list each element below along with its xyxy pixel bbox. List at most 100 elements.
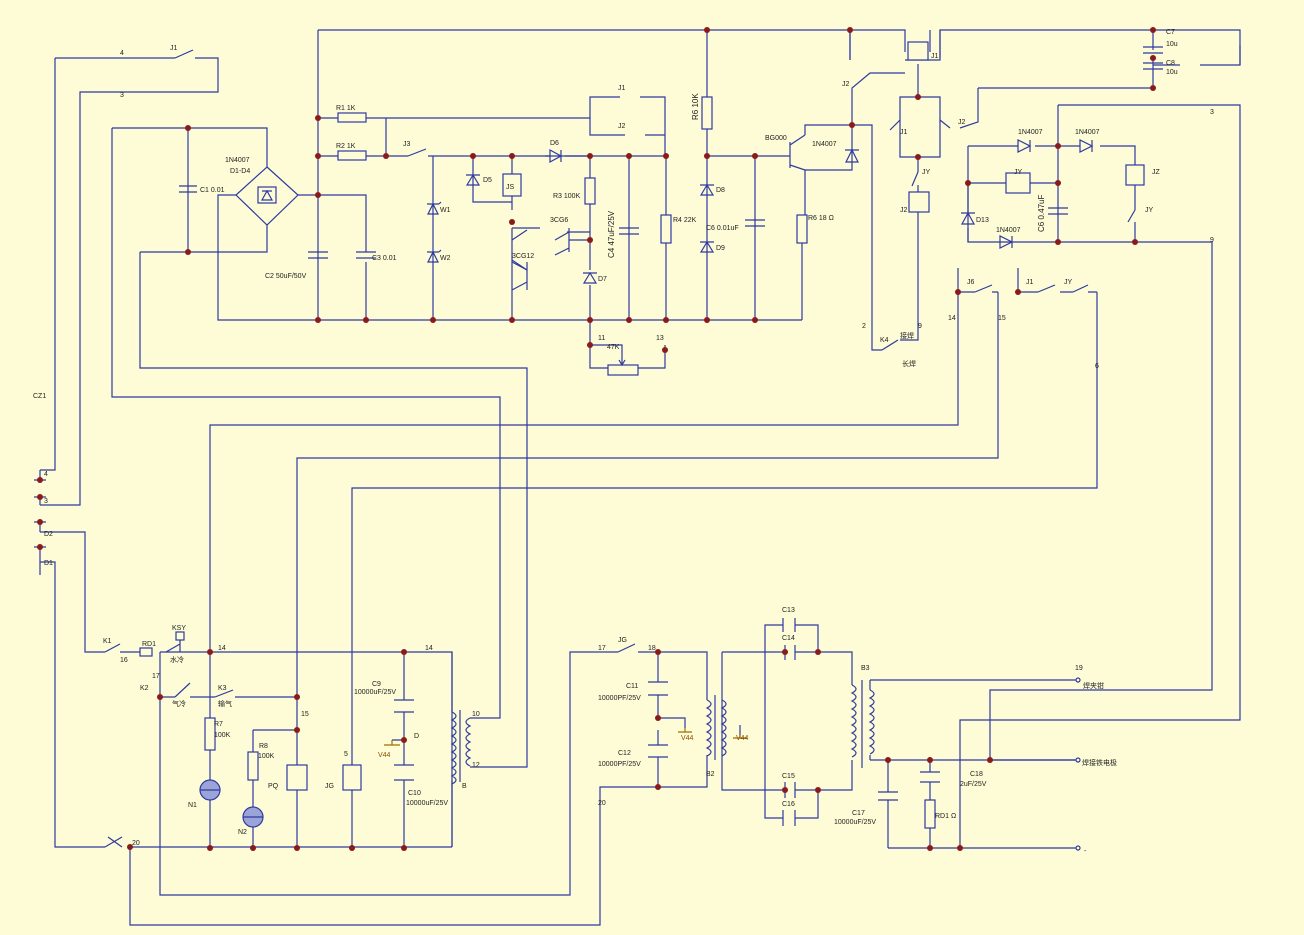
label-rd1-b: RD1 Ω: [935, 813, 956, 820]
label-jy-mid: JY: [1014, 169, 1023, 176]
label-minus: -: [1084, 848, 1087, 855]
label-11: 11: [598, 335, 605, 342]
label-13: 13: [656, 335, 664, 342]
label-v44-3: V44: [736, 735, 749, 742]
label-c4: C4 47uF/25V: [607, 210, 616, 258]
label-js: JS: [506, 184, 515, 191]
label-j1-r2: J1: [900, 129, 908, 136]
label-j1-b: J1: [1026, 279, 1034, 286]
label-b: B: [462, 783, 467, 790]
label-r6-10k: R6 10K: [691, 93, 700, 120]
label-r2: R2 1K: [336, 143, 356, 150]
label-14-c: 14: [425, 645, 433, 652]
label-jg-b: JG: [618, 637, 627, 644]
label-1n4007-q: 1N4007: [812, 141, 837, 148]
label-c11: C11: [626, 683, 638, 690]
label-c18: C18: [970, 771, 983, 778]
label-n1: N1: [188, 802, 197, 809]
label-n2: N2: [238, 829, 247, 836]
label-15: 15: [998, 315, 1006, 322]
label-d8: D8: [716, 187, 725, 194]
label-c18-value: 2uF/25V: [960, 781, 987, 788]
label-4-left: 4: [44, 471, 48, 478]
label-10u-1: 10u: [1166, 41, 1178, 48]
label-pq: PQ: [268, 783, 279, 790]
label-c13: C13: [782, 607, 795, 614]
label-k2: K2: [140, 685, 149, 692]
label-r4: R4 22K: [673, 217, 697, 224]
label-14-b: 14: [218, 645, 226, 652]
label-bg000: BG000: [765, 135, 787, 142]
label-5: 5: [344, 751, 348, 758]
label-d13: D13: [976, 217, 989, 224]
label-1n4007-c: 1N4007: [996, 227, 1021, 234]
label-20-b: 20: [598, 800, 606, 807]
label-c9: C9: [372, 681, 381, 688]
label-d5: D5: [483, 177, 492, 184]
label-c12-value: 10000PF/25V: [598, 761, 641, 768]
label-jz: JZ: [1152, 169, 1161, 176]
label-qileng: 气冷: [172, 699, 186, 708]
label-cz1: CZ1: [33, 393, 46, 400]
label-c14: C14: [782, 635, 795, 642]
label-k1: K1: [103, 638, 112, 645]
label-c16: C16: [782, 801, 795, 808]
label-jy-bb: JY: [1064, 279, 1073, 286]
label-c17: C17: [852, 810, 865, 817]
label-j2-r2: J2: [958, 119, 966, 126]
label-jy-r: JY: [922, 169, 931, 176]
label-3cg12: 3CG12: [512, 253, 534, 260]
label-d: D: [414, 733, 419, 740]
label-bridge-diode-type: 1N4007: [225, 157, 250, 164]
label-18: 18: [648, 645, 656, 652]
label-k3: K3: [218, 685, 227, 692]
label-jy-b: JY: [1145, 207, 1154, 214]
label-b3: B3: [861, 665, 870, 672]
label-shuiya: 水冷: [170, 655, 184, 664]
label-d9: D9: [716, 245, 725, 252]
label-6: 6: [1095, 363, 1099, 370]
label-d2: D2: [44, 531, 53, 538]
label-c12: C12: [618, 750, 631, 757]
label-c17-value: 10000uF/25V: [834, 819, 876, 826]
label-c6-047: C6 0.47uF: [1037, 195, 1046, 232]
label-20: 20: [132, 840, 140, 847]
label-rd1: RD1: [142, 641, 156, 648]
label-c2: C2 50uF/50V: [265, 273, 307, 280]
label-c10: C10: [408, 790, 421, 797]
label-19: 19: [1075, 665, 1083, 672]
label-j1-top: J1: [170, 45, 178, 52]
label-ksy: KSY: [172, 625, 186, 632]
label-r6-18: R6 18 Ω: [808, 215, 834, 222]
label-9-r: 9: [1210, 237, 1214, 244]
label-j2-mid: J2: [618, 123, 626, 130]
label-c7: C7: [1166, 29, 1175, 36]
label-3-left: 3: [44, 498, 48, 505]
label-d7: D7: [598, 276, 607, 283]
label-jg: JG: [325, 783, 334, 790]
label-17-b: 17: [598, 645, 606, 652]
label-jiehan: 接焊: [900, 331, 914, 340]
label-c11-value: 10000PF/25V: [598, 695, 641, 702]
label-r1: R1 1K: [336, 105, 356, 112]
label-c6-001: C6 0.01uF: [706, 225, 739, 232]
label-9: 9: [918, 323, 922, 330]
label-2: 2: [862, 323, 866, 330]
label-w1: W1: [440, 207, 451, 214]
label-j3: J3: [403, 141, 411, 148]
label-w2: W2: [440, 255, 451, 262]
label-j2-r3: J2: [900, 207, 908, 214]
label-c15: C15: [782, 773, 795, 780]
label-j6: J6: [967, 279, 975, 286]
label-3-r: 3: [1210, 109, 1214, 116]
label-c3: C3 0.01: [372, 255, 397, 262]
label-15-b: 15: [301, 711, 309, 718]
label-d1: D1: [44, 560, 53, 567]
components: [34, 40, 1241, 851]
label-3-top: 3: [120, 92, 124, 99]
label-1n4007-a: 1N4007: [1018, 129, 1043, 136]
label-c9-value: 10000uF/25V: [354, 689, 396, 696]
label-v44-2: V44: [681, 735, 694, 742]
label-j1-mid: J1: [618, 85, 626, 92]
